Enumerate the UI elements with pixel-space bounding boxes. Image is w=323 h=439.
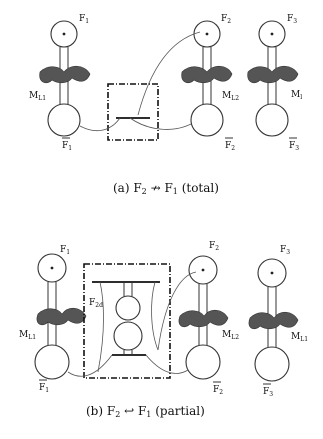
motor-label: ML1 (19, 330, 36, 341)
inner-top-node (115, 295, 141, 321)
motor-label: ML2 (222, 330, 239, 341)
node-dot (62, 32, 66, 36)
bottom-node (190, 103, 224, 137)
panel-b-column-3: F3 ML1 F3 (248, 245, 308, 398)
coupling-curve (67, 354, 113, 377)
bottom-node (34, 344, 70, 380)
node-dot (201, 268, 205, 272)
inner-label: F2d (89, 298, 103, 309)
caption-a: (a) F2 ↛ F1 (total) (113, 181, 219, 196)
muscle-blob (247, 65, 299, 84)
coupling-curve (137, 31, 201, 116)
muscle-blob (178, 309, 229, 328)
coupling-curve (151, 281, 159, 351)
node-dot (205, 32, 209, 36)
bottom-label: F3 (263, 387, 273, 398)
bottom-label: F1 (39, 383, 49, 394)
panel-b-column-1: F1 ML1 F1 (19, 245, 87, 394)
bottom-label: F2 (225, 141, 235, 152)
top-label: F3 (280, 245, 290, 256)
motor-label: ML2 (222, 91, 239, 102)
node-dot (270, 32, 274, 36)
bottom-node (255, 103, 289, 137)
motor-label: ML1 (291, 332, 308, 343)
caption-b: (b) F2 ↩ F1 (partial) (86, 404, 205, 419)
bottom-node (254, 346, 290, 382)
coupling-curve (79, 117, 121, 132)
bottom-label: F3 (289, 141, 299, 152)
coupling-box (107, 83, 159, 141)
coupling-curve (129, 117, 192, 130)
coupling-curve (157, 271, 197, 351)
coupling-curve (97, 281, 104, 373)
top-label: F1 (79, 14, 89, 25)
bottom-node (47, 103, 81, 137)
inner-bottom-node (113, 321, 143, 351)
coupling-curve (145, 354, 189, 374)
motor-label: Ml (291, 90, 302, 101)
motor-label: ML1 (29, 91, 46, 102)
muscle-blob (39, 65, 91, 84)
panel-b-column-2: F2 ML2 F2 (178, 241, 239, 396)
bottom-node (185, 344, 221, 380)
coupling-box (83, 263, 171, 379)
top-label: F2 (221, 14, 231, 25)
panel-a-column-2: F2 ML2 F2 (181, 14, 239, 152)
panel-b: F1 ML1 F1 F2 ML2 F2 F3 ML1 (19, 241, 308, 419)
muscle-blob (248, 311, 299, 330)
top-label: F1 (60, 245, 70, 256)
panel-a-column-1: F1 ML1 F1 (29, 14, 91, 152)
panel-a: F1 ML1 F1 F2 ML2 F2 F3 Ml (29, 14, 302, 196)
top-label: F2 (209, 241, 219, 252)
node-dot (270, 271, 274, 275)
bottom-label: F2 (213, 385, 223, 396)
bottom-label: F1 (62, 141, 72, 152)
top-label: F3 (287, 14, 297, 25)
panel-a-column-3: F3 Ml F3 (247, 14, 302, 152)
muscle-blob (181, 65, 233, 84)
node-dot (50, 266, 54, 270)
muscle-blob (36, 307, 87, 326)
